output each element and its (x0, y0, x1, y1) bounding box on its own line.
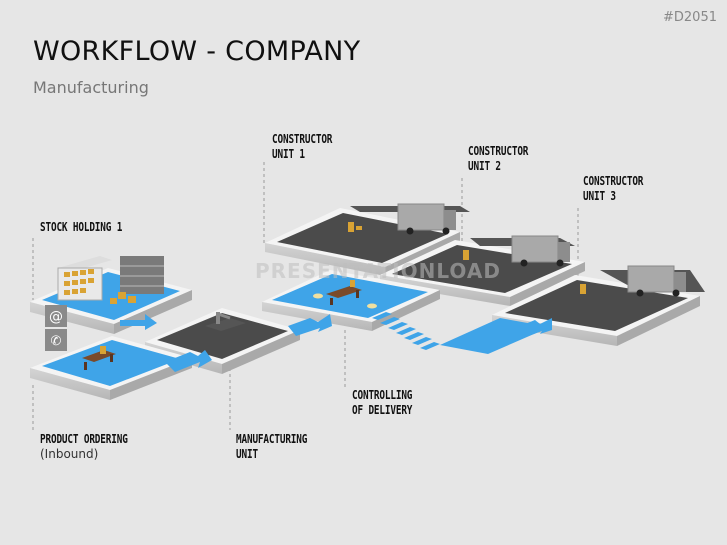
label-constructor-unit-2: CONSTRUCTOR UNIT 2 (468, 144, 528, 174)
label-line: UNIT (236, 447, 258, 461)
label-controlling-delivery: CONTROLLING OF DELIVERY (352, 388, 412, 418)
label-line: UNIT 2 (468, 159, 501, 173)
shelf-icon (57, 256, 164, 301)
flow-arrows (120, 314, 552, 372)
label-product-ordering-sub: (Inbound) (40, 447, 99, 461)
svg-text:@: @ (49, 309, 63, 325)
watermark: PRESENTATIONLOAD (255, 259, 501, 283)
label-line: CONSTRUCTOR (583, 174, 644, 188)
robot-arm-icon (205, 312, 246, 331)
desk-icon (313, 280, 377, 309)
label-line: UNIT 3 (583, 189, 616, 203)
page-subtitle: Manufacturing (33, 78, 149, 97)
label-line: MANUFACTURING (236, 432, 308, 446)
truck-icon (511, 235, 570, 267)
label-constructor-unit-3: CONSTRUCTOR UNIT 3 (583, 174, 643, 204)
desk-icon (82, 346, 116, 370)
truck-icon (627, 265, 686, 297)
box-icon (110, 292, 136, 304)
box-icon (348, 222, 586, 294)
label-line: CONTROLLING (352, 388, 413, 402)
label-line: CONSTRUCTOR (272, 132, 333, 146)
svg-text:✆: ✆ (51, 334, 62, 349)
truck-icon (397, 203, 456, 235)
controlling-platform (262, 270, 440, 331)
label-product-ordering: PRODUCT ORDERING (40, 432, 128, 446)
at-sign-icon: @ (45, 305, 67, 327)
label-constructor-unit-1: CONSTRUCTOR UNIT 1 (272, 132, 332, 162)
slide-id: #D2051 (663, 10, 717, 25)
label-manufacturing-unit: MANUFACTURING UNIT (236, 432, 307, 462)
page-title: WORKFLOW - COMPANY (33, 36, 361, 67)
label-line: UNIT 1 (272, 147, 305, 161)
label-stock-holding: STOCK HOLDING 1 (40, 220, 123, 234)
product-ordering-platform (30, 336, 192, 400)
label-line: OF DELIVERY (352, 403, 413, 417)
phone-icon: ✆ (45, 329, 67, 351)
label-line: CONSTRUCTOR (468, 144, 529, 158)
